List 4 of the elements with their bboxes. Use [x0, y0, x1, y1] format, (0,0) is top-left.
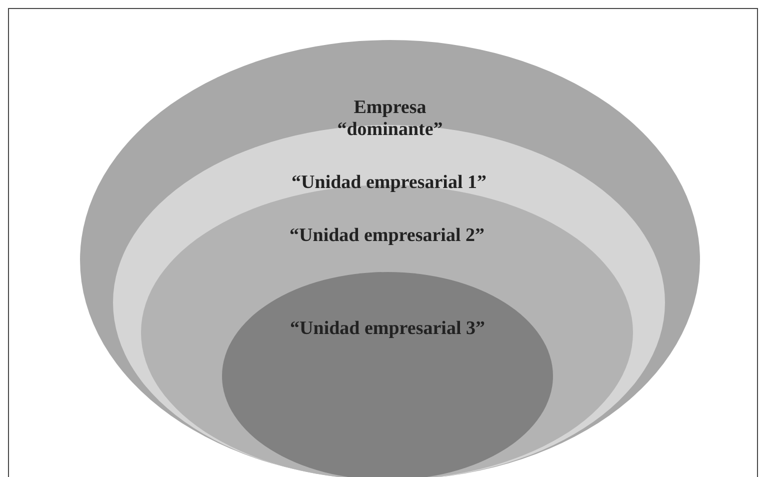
region-label: “Unidad empresarial 3” [290, 318, 485, 340]
region-label: “Unidad empresarial 1” [292, 172, 486, 194]
region-label: Empresa “dominante” [336, 97, 444, 141]
region-label: “Unidad empresarial 2” [290, 225, 484, 247]
